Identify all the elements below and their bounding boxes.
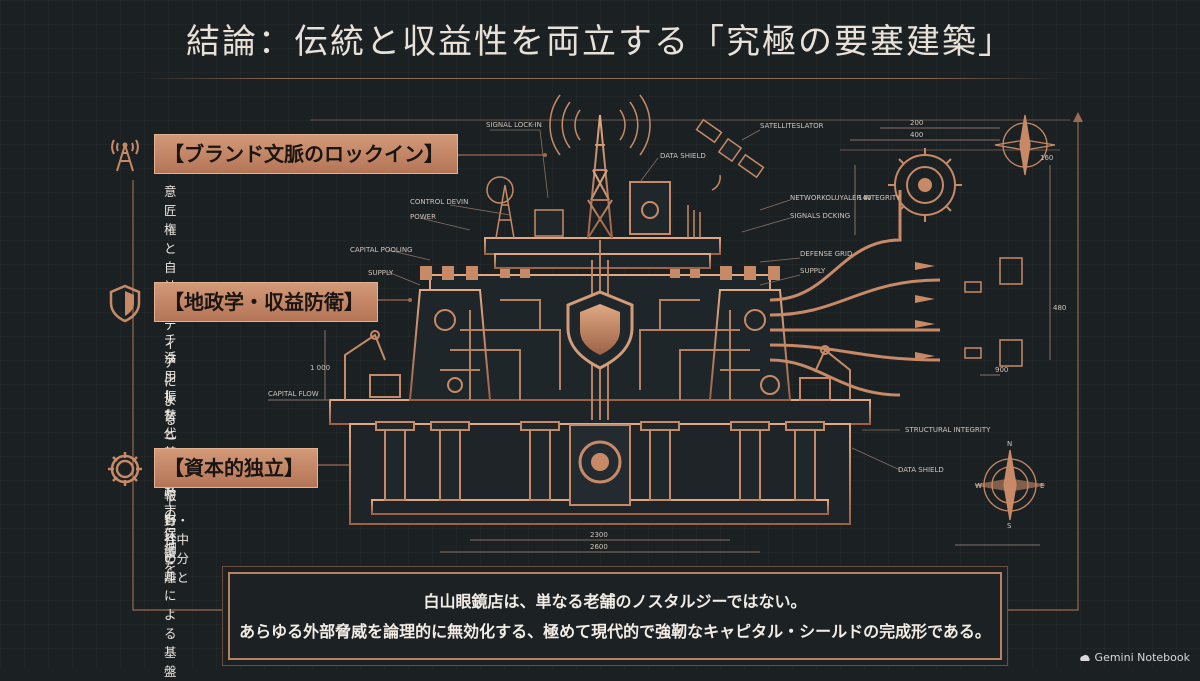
large-gear (888, 148, 962, 222)
section-description-line2: 自社ビルによる基盤 (164, 512, 177, 679)
label-network-integrity: NETWORKOLUYALER INTEGRITY (790, 194, 901, 202)
section-label: 【資本的独立】 (154, 448, 318, 488)
label-capital-pooling: CAPITAL POOLING (350, 246, 412, 254)
gear-icon (104, 448, 146, 490)
dimension-480: 480 (1053, 304, 1066, 312)
shield-icon (104, 282, 146, 324)
label-data-shield-bottom: DATA SHIELD (898, 466, 944, 474)
label-supply-left: SUPPLY (368, 269, 394, 277)
brand-name: Gemini Notebook (1094, 651, 1190, 664)
conclusion-line-2: あらゆる外部脅威を論理的に無効化する、極めて現代的で強靭なキャピタル・シールドの… (239, 622, 991, 641)
dimension-2300: 2300 (590, 531, 608, 539)
central-shield (566, 290, 634, 370)
label-signals: SIGNALS DCKING (790, 212, 850, 220)
label-capital-flow: CAPITAL FLOW (268, 390, 319, 398)
compass-north: N (1007, 440, 1012, 448)
section-label: 【ブランド文脈のロックイン】 (154, 134, 458, 174)
compass-bottom (974, 449, 1046, 521)
base-gear (569, 424, 631, 506)
compass-east: E (1040, 482, 1044, 490)
section-label: 【地政学・収益防衛】 (154, 282, 378, 322)
conclusion-box: 白山眼鏡店は、単なる老舗のノスタルジーではない。 あらゆる外部脅威を論理的に無効… (228, 572, 1002, 660)
label-data-shield-top: DATA SHIELD (660, 152, 706, 160)
label-satellite: SATELLITESLATOR (760, 122, 824, 130)
label-structural-integrity: STRUCTURAL INTEGRITY (905, 426, 991, 434)
title-divider (140, 78, 1060, 79)
dimension-1000: 1 000 (310, 364, 330, 372)
satellite (695, 118, 765, 191)
label-defense-grid: DEFENSE GRID (800, 250, 852, 258)
antenna-tower-icon (104, 134, 146, 176)
foundation-columns (375, 421, 825, 501)
compass-top (994, 114, 1056, 176)
dimension-900: 900 (995, 366, 1008, 374)
label-power: POWER (410, 213, 436, 221)
section-description-line1: 上野・谷中の分離と (164, 494, 190, 585)
compass-south: S (1007, 522, 1012, 530)
dimension-200: 200 (910, 119, 923, 127)
label-supply-right: SUPPLY (800, 267, 826, 275)
dimension-2600: 2600 (590, 543, 608, 551)
dimension-400: 400 (910, 131, 923, 139)
brand-footer: Gemini Notebook (1079, 651, 1190, 664)
compass-west: W (975, 482, 982, 490)
label-signal-lockin: SIGNAL LOCK-IN (486, 121, 542, 129)
page-title: 結論：伝統と収益性を両立する「究極の要塞建築」 (186, 22, 1014, 62)
conclusion-line-1: 白山眼鏡店は、単なる老舗のノスタルジーではない。 (423, 592, 807, 611)
label-control: CONTROL DEVIN (410, 198, 468, 206)
dimension-140: 140 (858, 194, 871, 202)
cloud-icon (1079, 654, 1090, 661)
dimension-160: 160 (1040, 154, 1053, 162)
